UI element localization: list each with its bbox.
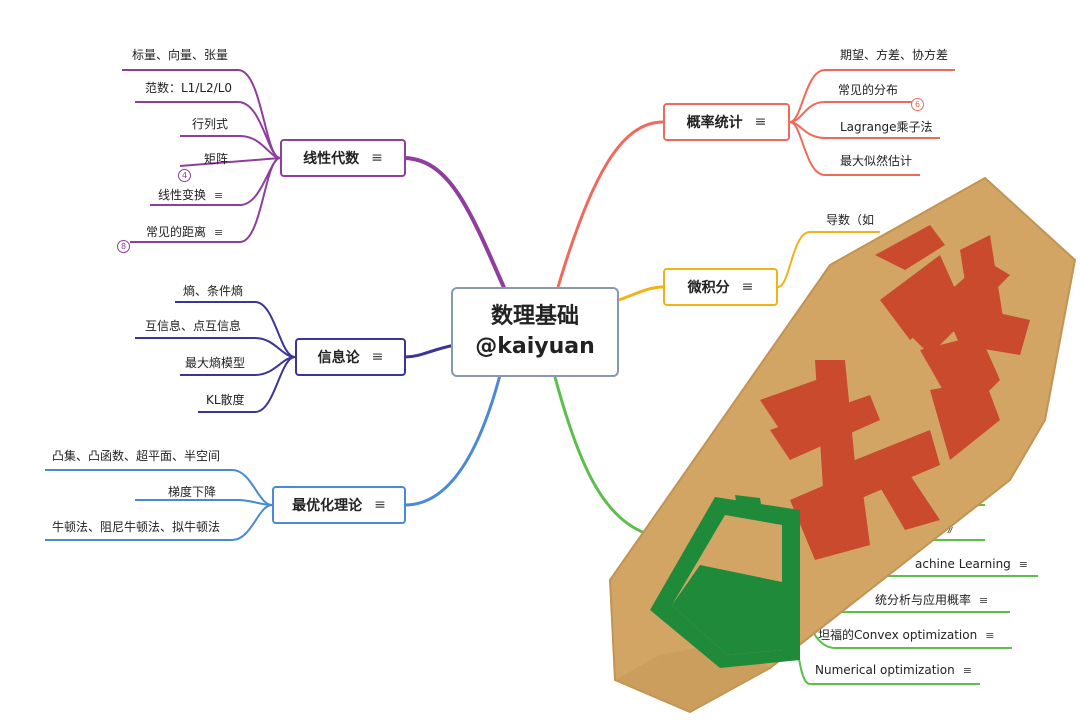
leaf-entropy[interactable]: 熵、条件熵 (183, 284, 244, 298)
connector-center-optimization (404, 374, 502, 507)
leaf-common-distances-label: 常见的距离 (146, 225, 207, 239)
connector-center-resources (553, 376, 651, 537)
branch-optimization-title: 最优化理论 (292, 498, 363, 514)
branch-calculus-title: 微积分 (687, 280, 730, 296)
leaf-matrix[interactable]: 矩阵 (204, 152, 229, 166)
probability-leaf-connectors (789, 69, 955, 176)
note-icon[interactable]: ≡ (214, 226, 224, 239)
branch-information-theory-title: 信息论 (317, 350, 360, 366)
leaf-gradient-descent[interactable]: 梯度下降 (168, 485, 217, 499)
leaf-max-entropy[interactable]: 最大熵模型 (185, 356, 246, 370)
information-theory-leaf-connectors (135, 301, 296, 413)
leaf-common-distributions[interactable]: 常见的分布 (838, 83, 899, 97)
center-node[interactable]: 数理基础 @kaiyuan (451, 287, 619, 377)
note-icon[interactable]: ≡ (962, 664, 972, 677)
leaf-linear-transform[interactable]: 线性变换 ≡ (158, 187, 223, 204)
leaf-kl-divergence[interactable]: KL散度 (206, 393, 245, 407)
leaf-convex-sets[interactable]: 凸集、凸函数、超平面、半空间 (52, 449, 221, 463)
branch-linear-algebra-title: 线性代数 (303, 151, 360, 167)
leaf-determinant[interactable]: 行列式 (192, 117, 229, 131)
leaf-resource-statistics[interactable]: 统分析与应用概率 ≡ (875, 592, 988, 609)
collapsed-count-badge[interactable]: 8 (117, 240, 130, 253)
linear-algebra-leaf-connectors (122, 69, 281, 243)
note-icon[interactable]: ≡ (371, 150, 383, 166)
connector-center-probability (556, 120, 664, 288)
center-title: 数理基础 (490, 304, 579, 329)
connector-center-linear-algebra (404, 156, 507, 291)
leaf-tensor[interactable]: 标量、向量、张量 (132, 48, 229, 62)
note-icon[interactable]: ≡ (371, 349, 384, 365)
connector-center-information-theory (404, 343, 456, 359)
center-author: @kaiyuan (475, 334, 595, 359)
leaf-expectation-variance[interactable]: 期望、方差、协方差 (840, 48, 949, 62)
leaf-linear-transform-label: 线性变换 (158, 188, 207, 202)
leaf-lagrange[interactable]: Lagrange乘子法 (840, 120, 933, 134)
leaf-mle[interactable]: 最大似然估计 (840, 154, 913, 168)
note-icon[interactable]: ≡ (754, 114, 767, 130)
leaf-derivative[interactable]: 导数（如 (826, 213, 875, 227)
leaf-resource-ml[interactable]: achine Learning ≡ (915, 556, 1028, 573)
leaf-resource-ml-label: achine Learning (915, 557, 1011, 571)
note-icon[interactable]: ≡ (1018, 558, 1029, 571)
leaf-newton-methods[interactable]: 牛顿法、阻尼牛顿法、拟牛顿法 (52, 520, 221, 534)
branch-optimization[interactable]: 最优化理论 ≡ (272, 486, 406, 524)
leaf-resource-convex-label: 坦福的Convex optimization (818, 628, 978, 642)
leaf-mutual-information[interactable]: 互信息、点互信息 (145, 319, 242, 333)
leaf-resource-numerical-label: Numerical optimization (815, 663, 955, 677)
leaf-resource-statistics-label: 统分析与应用概率 (875, 593, 972, 607)
collapsed-count-badge[interactable]: 6 (911, 98, 924, 111)
leaf-resource-book[interactable]: 计》 (935, 521, 960, 535)
leaf-resource-numerical-optimization[interactable]: Numerical optimization ≡ (815, 662, 972, 679)
calculus-leaf-connectors (777, 231, 880, 288)
branch-probability-title: 概率统计 (686, 115, 743, 131)
note-icon[interactable]: ≡ (374, 497, 386, 513)
branch-probability-statistics[interactable]: 概率统计 ≡ (663, 103, 790, 141)
optimization-leaf-connectors (45, 469, 273, 541)
branch-linear-algebra[interactable]: 线性代数 ≡ (280, 139, 406, 177)
note-icon[interactable]: ≡ (979, 594, 989, 607)
leaf-norm[interactable]: 范数：L1/L2/L0 (145, 81, 233, 95)
leaf-common-distances[interactable]: 常见的距离 ≡ (146, 224, 223, 241)
connector-center-calculus (618, 285, 664, 302)
note-icon[interactable]: ≡ (741, 279, 754, 295)
branch-calculus[interactable]: 微积分 ≡ (663, 268, 778, 306)
note-icon[interactable]: ≡ (214, 189, 224, 202)
collapsed-count-badge[interactable]: 4 (178, 169, 191, 182)
leaf-resource-convex-optimization[interactable]: 坦福的Convex optimization ≡ (818, 627, 994, 644)
note-icon[interactable]: ≡ (985, 629, 995, 642)
branch-information-theory[interactable]: 信息论 ≡ (295, 338, 406, 376)
